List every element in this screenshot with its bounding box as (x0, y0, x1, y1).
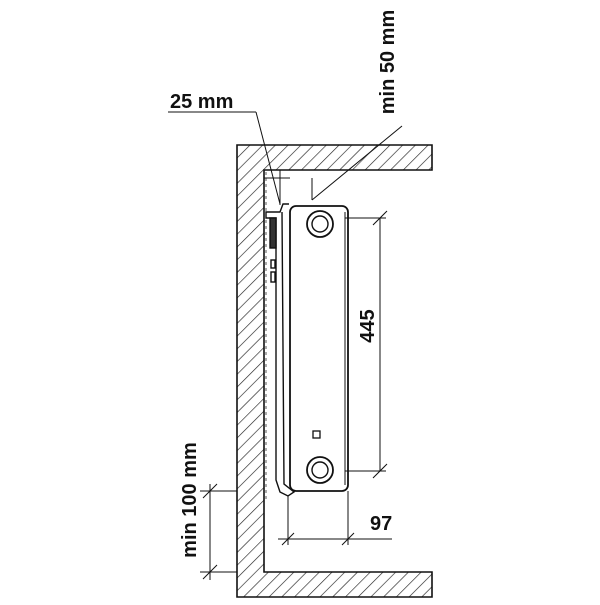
pipe-spacing-dimension (345, 210, 388, 479)
radiator-body (289, 205, 349, 492)
top-clearance-label: min 50 mm (377, 10, 399, 114)
floor-clearance-label: min 100 mm (179, 442, 201, 558)
top-pipe-icon (306, 210, 334, 238)
depth-dimension (278, 491, 392, 546)
wall-clearance-label: 25 mm (170, 91, 233, 113)
bottom-pipe-icon (306, 456, 334, 484)
wall-clearance-leader (168, 111, 281, 205)
top-clearance-leader (311, 125, 403, 201)
wall-section (236, 144, 433, 598)
vent-plug-icon (312, 430, 321, 439)
pipe-spacing-label: 445 (357, 309, 379, 342)
floor-clearance-dimension (200, 483, 237, 580)
depth-label: 97 (370, 513, 392, 535)
